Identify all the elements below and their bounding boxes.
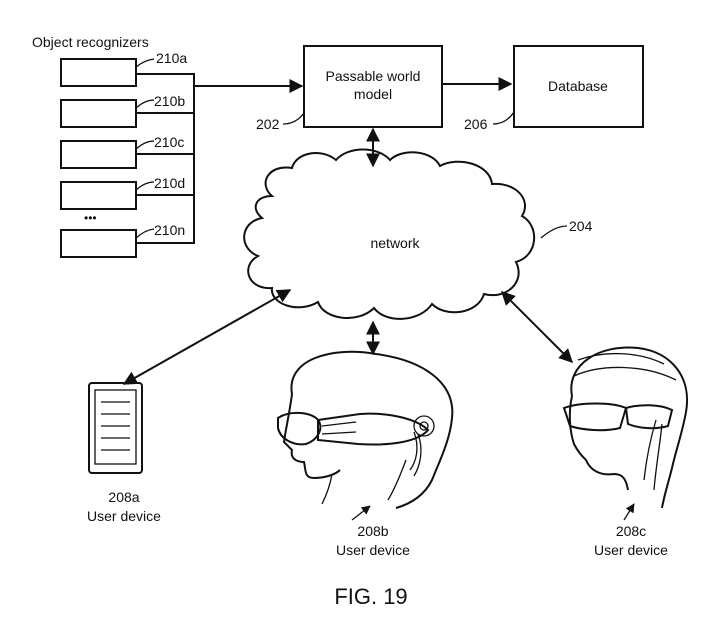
- leader-208c: [623, 503, 635, 521]
- ref-208a: 208a: [108, 489, 139, 505]
- object-recognizers-title: Object recognizers: [32, 34, 149, 50]
- head-mounted-glasses-icon: [277, 350, 454, 509]
- ref-208b: 208b: [357, 523, 388, 539]
- recognizer-bus-taps: [136, 112, 194, 196]
- device-b-label: User device: [336, 542, 410, 558]
- leader-210a: [135, 58, 155, 68]
- passable-world-label-line2: model: [354, 86, 392, 102]
- recognizer-boxes: [60, 58, 137, 258]
- recognizer-bus: [136, 73, 195, 244]
- ref-206: 206: [464, 116, 488, 132]
- arrow-network-device-a: [122, 289, 292, 385]
- recognizer-box-210b: [60, 99, 137, 128]
- passable-world-model-box: [303, 45, 443, 128]
- leader-210n: [135, 228, 155, 239]
- arrow-network-device-c: [501, 291, 573, 363]
- leader-210d: [135, 181, 155, 191]
- head-mounted-goggles-icon: [562, 346, 689, 509]
- ref-210d: 210d: [154, 175, 185, 191]
- network-label: network: [370, 235, 420, 251]
- ref-210n: 210n: [154, 222, 185, 238]
- passable-world-label-line1: Passable world: [326, 68, 421, 84]
- ref-204: 204: [569, 218, 593, 234]
- ref-210a: 210a: [156, 50, 187, 66]
- leader-206: [492, 111, 515, 125]
- leader-208b: [351, 505, 371, 521]
- tablet-device-icon: [88, 382, 143, 474]
- database-box: [513, 45, 644, 128]
- recognizer-ellipsis: •••: [84, 211, 97, 225]
- recognizer-box-210a: [60, 58, 137, 87]
- recognizer-box-210c: [60, 140, 137, 169]
- leader-210c: [135, 140, 155, 150]
- ref-208c: 208c: [616, 523, 646, 539]
- leader-204: [540, 225, 568, 239]
- ref-210c: 210c: [154, 134, 184, 150]
- recognizer-box-210n: [60, 229, 137, 258]
- figure-caption: FIG. 19: [334, 584, 407, 609]
- ref-202: 202: [256, 116, 280, 132]
- network-cloud: [243, 148, 536, 320]
- leader-210b: [135, 99, 155, 109]
- device-a-label: User device: [87, 508, 161, 524]
- database-label: Database: [548, 78, 608, 94]
- ref-210b: 210b: [154, 93, 185, 109]
- device-c-label: User device: [594, 542, 668, 558]
- leader-202: [282, 112, 305, 125]
- recognizer-box-210d: [60, 181, 137, 210]
